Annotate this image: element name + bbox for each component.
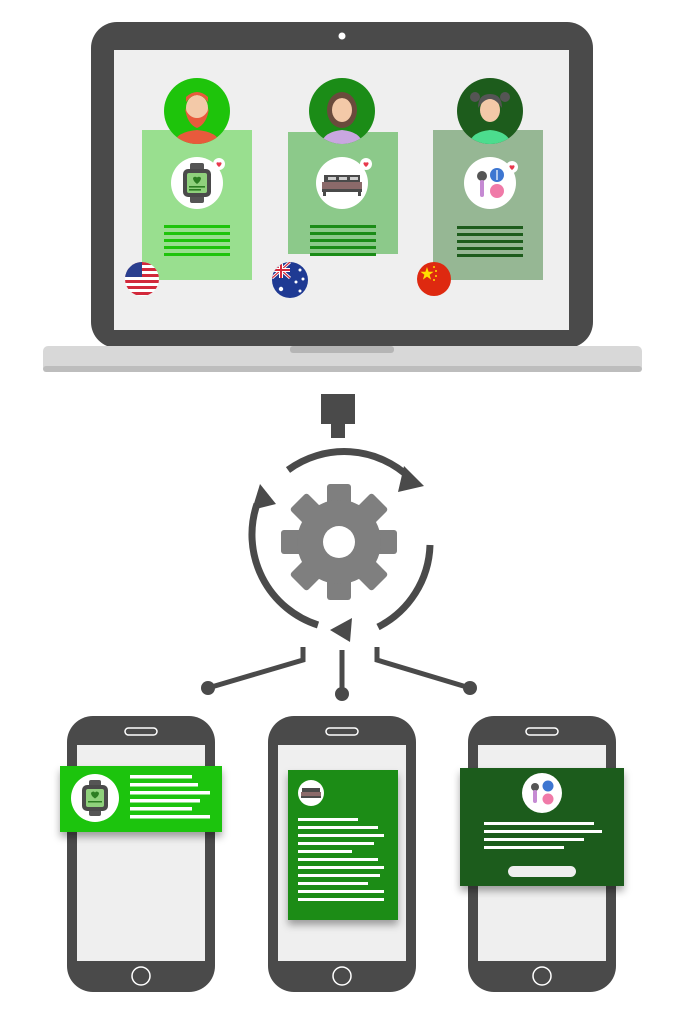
- cosmetics-icon: [531, 780, 554, 805]
- bed-icon: [322, 175, 362, 196]
- heart-icon: [216, 162, 222, 167]
- phone-home-button: [332, 966, 352, 986]
- australia-flag-icon: [272, 262, 308, 298]
- distribution-branches: [207, 647, 471, 692]
- cosmetics-icon: [477, 168, 504, 198]
- phone-speaker: [525, 727, 559, 736]
- profile-card-1: [142, 130, 252, 280]
- laptop-hinge-notch: [290, 346, 394, 353]
- avatar-girl: [457, 78, 523, 144]
- heart-icon: [363, 162, 369, 167]
- profile-card-2: [288, 132, 398, 256]
- notification-text-lines: [484, 822, 602, 849]
- smartwatch-icon: [183, 163, 211, 203]
- phone-home-button: [532, 966, 552, 986]
- branch-endpoints: [201, 681, 477, 701]
- laptop-base: [43, 346, 642, 372]
- profile-text-lines: [310, 225, 376, 256]
- china-flag-icon: [417, 262, 451, 296]
- notification-text-lines: [130, 775, 210, 819]
- usa-flag-icon: [125, 262, 159, 296]
- notification-modal-cosmetics: [460, 768, 624, 886]
- avatar-woman: [309, 78, 375, 144]
- settings-gear-icon: [281, 484, 397, 600]
- notification-text-lines: [298, 818, 384, 901]
- profile-text-lines: [164, 225, 230, 256]
- profile-text-lines: [457, 226, 523, 257]
- smartwatch-icon: [82, 780, 108, 816]
- profile-card-3: [433, 130, 543, 280]
- notification-banner-smartwatch: [60, 766, 222, 832]
- arrowheads: [252, 466, 424, 642]
- cta-button[interactable]: [508, 866, 576, 877]
- phone-speaker: [124, 727, 158, 736]
- phone-speaker: [325, 727, 359, 736]
- data-connector: [321, 394, 355, 438]
- laptop-base-shadow: [43, 366, 642, 372]
- notification-card-bed: [288, 770, 398, 920]
- heart-icon: [509, 165, 515, 170]
- phone-home-button: [131, 966, 151, 986]
- bed-icon: [301, 788, 321, 798]
- phone-1: [67, 716, 215, 992]
- processing-loop-arrows: [248, 448, 434, 631]
- laptop-camera: [338, 32, 346, 40]
- avatar-bearded-man: [164, 78, 230, 144]
- product-bubble: [464, 157, 516, 209]
